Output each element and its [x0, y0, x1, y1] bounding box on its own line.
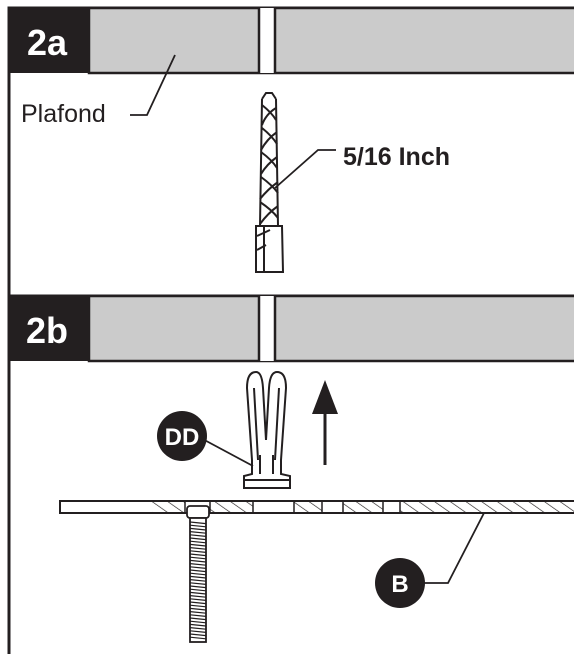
screw-thread: [189, 534, 207, 537]
screw-thread: [189, 591, 207, 595]
panel-2a: 2a Plafond 5/16 Inch: [7, 6, 574, 298]
screw-thread: [189, 614, 207, 617]
drill-size-leader-line: [274, 149, 336, 189]
screw-thread: [189, 572, 207, 576]
screw-thread: [189, 547, 207, 550]
step-badge-2b: [9, 296, 89, 361]
board-part-badge: [375, 558, 425, 608]
screw-thread: [189, 556, 207, 560]
wall-anchor-icon: [243, 370, 291, 489]
anchor-part-badge: [157, 411, 207, 461]
screw-thread: [189, 598, 207, 601]
ceiling-band-2b: [87, 294, 574, 363]
step-label-2a: 2a: [27, 22, 68, 63]
screw-thread: [189, 604, 207, 608]
screw-thread: [189, 579, 207, 582]
step-label-2b: 2b: [26, 310, 68, 351]
board-leader-line: [424, 512, 485, 584]
anchor-part-label: DD: [165, 424, 200, 451]
screw-thread: [189, 566, 207, 569]
screw-thread: [189, 585, 207, 589]
screw-thread: [189, 563, 207, 566]
screw-thread: [189, 540, 207, 544]
screw-thread: [189, 553, 207, 557]
drill-bit-icon: [255, 92, 285, 273]
screw-thread: [189, 630, 207, 633]
ceiling-band-2a: [87, 6, 574, 75]
panel-2b: 2b DD: [7, 294, 574, 654]
screw-thread: [189, 531, 207, 534]
drill-size-label: 5/16 Inch: [343, 143, 450, 171]
screw-thread: [189, 559, 207, 563]
screw-thread: [189, 569, 207, 573]
screw-thread: [189, 633, 207, 637]
screw-thread: [189, 550, 207, 553]
board-cross-section: [59, 500, 574, 514]
screw-thread: [189, 636, 207, 640]
screw-thread: [189, 582, 207, 585]
screw-icon: [186, 505, 210, 643]
screw-thread: [189, 620, 207, 624]
ceiling-slot-2b: [259, 296, 275, 361]
screw-thread: [189, 617, 207, 621]
screw-thread: [189, 537, 207, 541]
up-arrow-icon: [312, 380, 338, 465]
ceiling-leader-line: [130, 54, 176, 116]
screw-thread: [189, 527, 207, 531]
screw-thread: [189, 588, 207, 592]
screw-thread: [189, 611, 207, 614]
screw-thread: [189, 601, 207, 605]
ceiling-label: Plafond: [21, 100, 106, 128]
ceiling-slot-2a: [259, 8, 275, 73]
screw-thread: [189, 524, 207, 528]
screw-thread: [189, 627, 207, 630]
screw-thread: [189, 543, 207, 547]
step-badge-2a: [9, 8, 89, 73]
board-part-label: B: [391, 571, 408, 598]
screw-thread: [189, 521, 207, 525]
screw-thread: [189, 623, 207, 627]
screw-thread: [189, 595, 207, 598]
screw-thread: [189, 575, 207, 579]
screw-thread: [189, 607, 207, 611]
